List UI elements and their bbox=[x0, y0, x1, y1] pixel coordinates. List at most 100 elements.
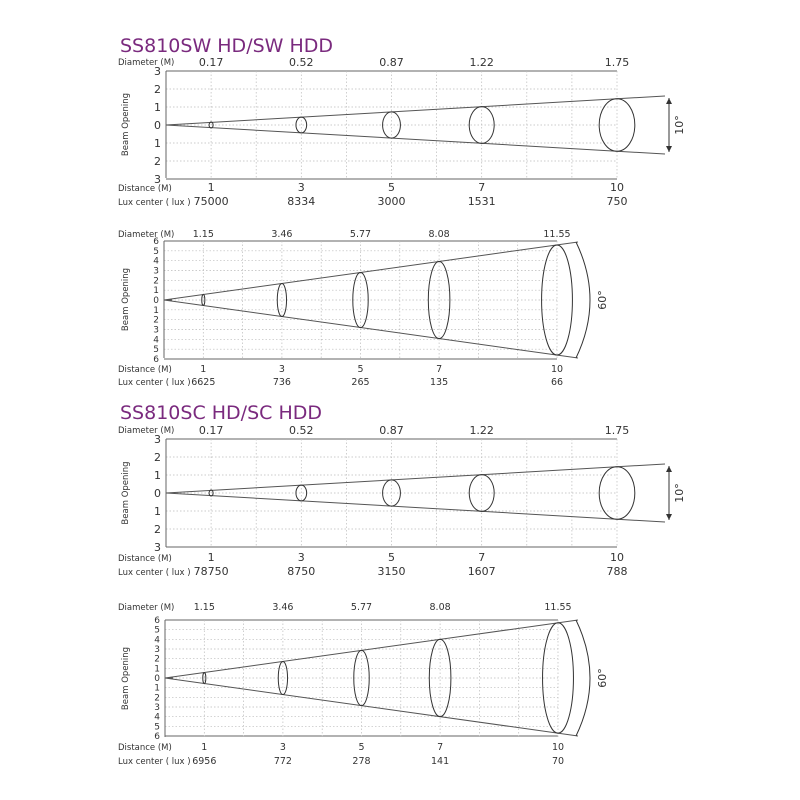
diameter-label: Diameter (M) bbox=[118, 603, 174, 613]
lux-label: Lux center ( lux ) bbox=[118, 757, 191, 767]
distance-value: 5 bbox=[388, 181, 395, 194]
y-tick-label: 6 bbox=[154, 616, 160, 626]
diameter-value: 0.17 bbox=[199, 424, 224, 437]
distance-value: 10 bbox=[610, 181, 624, 194]
beam-ellipse bbox=[382, 111, 401, 139]
beam-edge-lower bbox=[164, 677, 579, 737]
diameter-value: 3.46 bbox=[272, 602, 293, 613]
y-tick-label: 3 bbox=[153, 326, 159, 336]
lux-value: 75000 bbox=[194, 195, 229, 208]
lux-value: 66 bbox=[551, 377, 563, 388]
y-tick-label: 3 bbox=[154, 541, 161, 554]
diameter-value: 0.17 bbox=[199, 56, 224, 69]
y-tick-label: 3 bbox=[153, 267, 159, 277]
y-tick-label: 2 bbox=[154, 693, 160, 703]
y-tick-label: 1 bbox=[154, 505, 161, 518]
distance-label: Distance (M) bbox=[118, 554, 172, 564]
y-tick-label: 0 bbox=[154, 487, 161, 500]
lux-value: 8334 bbox=[287, 195, 315, 208]
beam-edge-upper bbox=[164, 619, 579, 679]
lux-value: 135 bbox=[430, 377, 448, 388]
distance-value: 7 bbox=[436, 364, 442, 375]
beam-edge-upper bbox=[163, 241, 579, 301]
lux-value: 70 bbox=[552, 756, 564, 767]
chart-title: SS810SW HD/SW HDD bbox=[120, 35, 333, 57]
y-tick-label: 1 bbox=[154, 101, 161, 114]
lux-value: 1531 bbox=[468, 195, 496, 208]
y-tick-label: 3 bbox=[154, 433, 161, 446]
lux-value: 788 bbox=[607, 565, 628, 578]
beam-ellipse bbox=[541, 244, 573, 356]
lux-label: Lux center ( lux ) bbox=[118, 568, 191, 578]
diameter-value: 1.22 bbox=[469, 56, 494, 69]
y-tick-label: 4 bbox=[154, 635, 160, 645]
beam-ellipse bbox=[598, 466, 636, 520]
beam-ellipse bbox=[353, 649, 370, 707]
diameter-label: Diameter (M) bbox=[118, 426, 174, 436]
lux-value: 78750 bbox=[194, 565, 229, 578]
diameter-value: 1.75 bbox=[605, 424, 630, 437]
y-tick-label: 2 bbox=[154, 523, 161, 536]
y-tick-label: 3 bbox=[154, 703, 160, 713]
y-tick-label: 1 bbox=[153, 286, 159, 296]
beam-ellipse bbox=[295, 484, 308, 502]
beam-ellipse bbox=[428, 638, 452, 718]
lux-value: 1607 bbox=[468, 565, 496, 578]
diameter-value: 11.55 bbox=[544, 602, 571, 613]
beam-ellipse bbox=[202, 671, 207, 685]
lux-value: 3000 bbox=[378, 195, 406, 208]
lux-value: 265 bbox=[351, 377, 369, 388]
distance-value: 7 bbox=[478, 181, 485, 194]
beam-ellipse bbox=[382, 479, 401, 507]
y-tick-label: 3 bbox=[154, 645, 160, 655]
beam-ellipse bbox=[208, 489, 214, 497]
beam-ellipse bbox=[542, 622, 574, 734]
lux-label: Lux center ( lux ) bbox=[118, 198, 191, 208]
diameter-value: 0.52 bbox=[289, 424, 314, 437]
distance-label: Distance (M) bbox=[118, 743, 172, 753]
y-tick-label: 0 bbox=[154, 119, 161, 132]
distance-value: 3 bbox=[280, 742, 286, 753]
beam-ellipse bbox=[201, 293, 206, 307]
y-tick-label: 5 bbox=[153, 345, 159, 355]
lux-value: 3150 bbox=[378, 565, 406, 578]
y-tick-label: 2 bbox=[154, 655, 160, 665]
lux-value: 141 bbox=[431, 756, 449, 767]
distance-value: 10 bbox=[610, 551, 624, 564]
y-tick-label: 2 bbox=[153, 276, 159, 286]
diameter-value: 0.87 bbox=[379, 56, 404, 69]
y-tick-label: 4 bbox=[153, 335, 159, 345]
distance-value: 1 bbox=[201, 742, 207, 753]
y-tick-label: 1 bbox=[154, 137, 161, 150]
y-axis-label: Beam Opening bbox=[121, 461, 131, 524]
y-tick-label: 0 bbox=[154, 674, 160, 684]
diameter-value: 1.15 bbox=[194, 602, 215, 613]
beam-angle-label: 60° bbox=[596, 668, 609, 688]
beam-edge-lower bbox=[163, 299, 579, 359]
y-tick-label: 1 bbox=[154, 664, 160, 674]
diameter-value: 5.77 bbox=[350, 229, 371, 240]
distance-value: 10 bbox=[551, 364, 563, 375]
lux-value: 772 bbox=[274, 756, 292, 767]
beam-ellipse bbox=[468, 474, 495, 512]
diameter-value: 5.77 bbox=[351, 602, 372, 613]
lux-value: 736 bbox=[273, 377, 291, 388]
beam-edge-upper bbox=[165, 95, 666, 126]
diameter-value: 8.08 bbox=[430, 602, 451, 613]
distance-value: 3 bbox=[298, 551, 305, 564]
distance-value: 7 bbox=[478, 551, 485, 564]
distance-value: 10 bbox=[552, 742, 564, 753]
y-tick-label: 1 bbox=[153, 306, 159, 316]
beam-ellipse bbox=[208, 121, 214, 129]
distance-label: Distance (M) bbox=[118, 184, 172, 194]
arrowhead-icon bbox=[666, 98, 672, 152]
beam-edge-lower bbox=[165, 492, 666, 523]
y-tick-label: 6 bbox=[153, 355, 159, 365]
y-axis-label: Beam Opening bbox=[121, 93, 131, 156]
distance-value: 5 bbox=[388, 551, 395, 564]
diameter-value: 1.15 bbox=[193, 229, 214, 240]
distance-value: 1 bbox=[200, 364, 206, 375]
